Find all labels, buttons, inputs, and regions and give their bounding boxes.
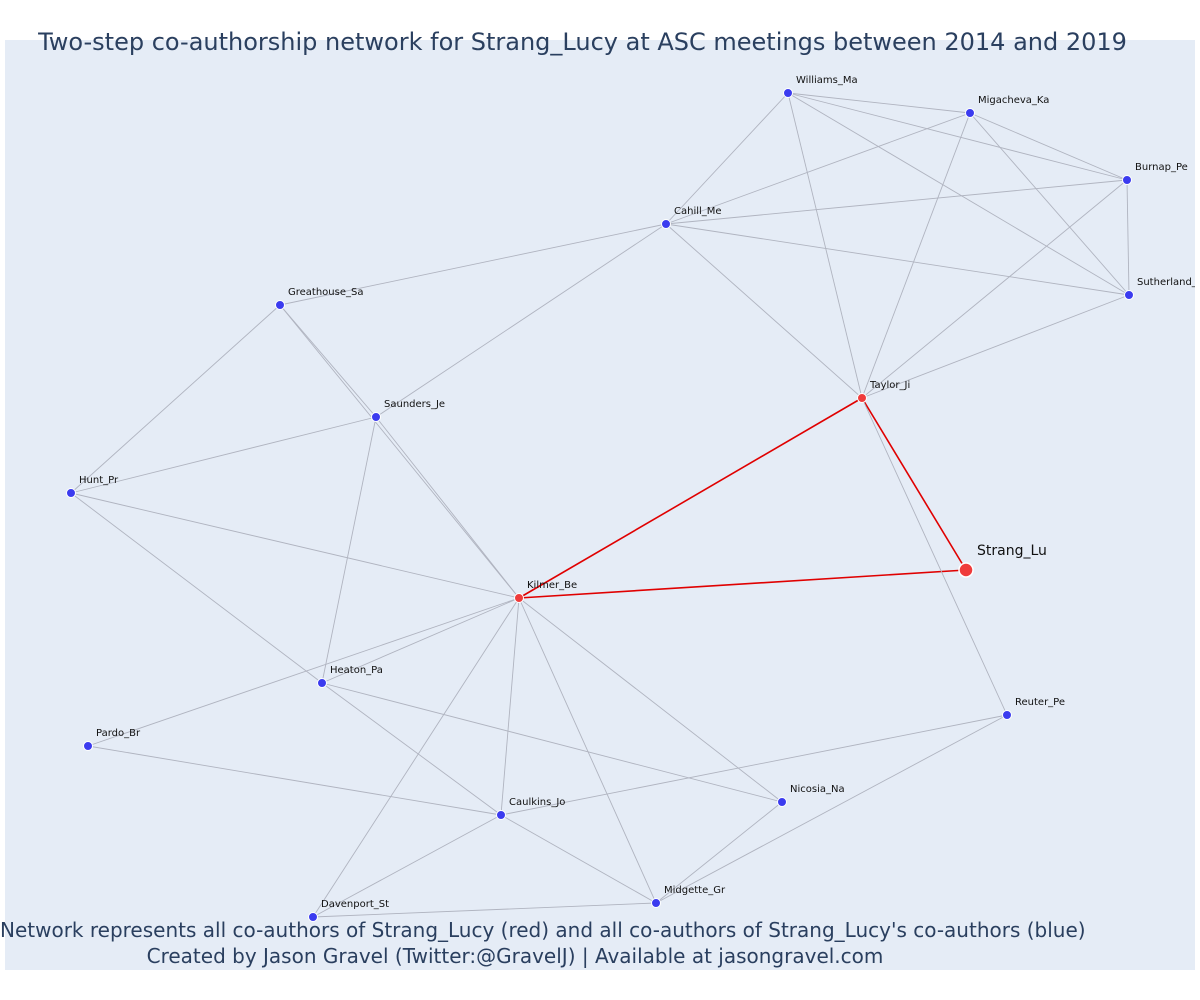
node-label: Burnap_Pe [1135, 162, 1188, 173]
edge [87, 597, 520, 747]
edge [969, 112, 1130, 296]
edge [321, 597, 520, 684]
node-reuter-pe[interactable] [1002, 710, 1012, 720]
edge [321, 416, 377, 684]
node-taylor-ji[interactable] [857, 393, 867, 403]
node-label: Williams_Ma [796, 75, 858, 86]
edge [70, 416, 377, 494]
edge [500, 597, 520, 816]
node-strang-lu[interactable] [958, 562, 974, 578]
node-label: Saunders_Je [384, 399, 445, 410]
edge-highlight [518, 397, 863, 599]
edge [787, 92, 863, 399]
node-label: Migacheva_Ka [978, 95, 1049, 106]
node-label: Sutherland_A [1137, 277, 1200, 288]
node-burnap-pe[interactable] [1122, 175, 1132, 185]
edge [861, 179, 1128, 399]
edge-highlight [518, 569, 967, 599]
edge [655, 801, 783, 904]
edge [321, 682, 783, 803]
plot-background [5, 40, 1195, 970]
chart-title: Two-step co-authorship network for Stran… [38, 28, 1127, 56]
node-label: Reuter_Pe [1015, 697, 1065, 708]
node-sutherland-a[interactable] [1124, 290, 1134, 300]
edge [500, 814, 657, 904]
edge [312, 902, 657, 918]
edge [375, 416, 520, 599]
edge [70, 492, 520, 599]
node-label: Nicosia_Na [790, 784, 845, 795]
node-label: Caulkins_Jo [509, 797, 565, 808]
edge [321, 682, 502, 816]
node-williams-ma[interactable] [783, 88, 793, 98]
edge [375, 223, 667, 418]
edge [787, 92, 1130, 296]
node-label: Taylor_Ji [869, 380, 910, 391]
node-midgette-gr[interactable] [651, 898, 661, 908]
edge [969, 112, 1128, 181]
node-kilmer-be[interactable] [514, 593, 524, 603]
node-saunders-je[interactable] [371, 412, 381, 422]
edge [312, 814, 502, 918]
edge [500, 714, 1008, 816]
edge [279, 304, 520, 599]
node-label: Greathouse_Sa [288, 287, 363, 298]
node-greathouse-sa[interactable] [275, 300, 285, 310]
node-label: Cahill_Me [674, 206, 722, 217]
edge [665, 223, 1130, 296]
edge [655, 714, 1008, 904]
edge [665, 92, 789, 225]
node-migacheva-ka[interactable] [965, 108, 975, 118]
node-hunt-pr[interactable] [66, 488, 76, 498]
node-label: Hunt_Pr [79, 475, 119, 486]
edge-highlight [861, 397, 967, 571]
edge [665, 223, 863, 399]
node-label: Strang_Lu [977, 543, 1047, 559]
edge [861, 294, 1130, 399]
footer-credit: Created by Jason Gravel (Twitter:@Gravel… [146, 944, 884, 968]
node-label: Pardo_Br [96, 728, 141, 739]
edge [1126, 179, 1130, 296]
edge [787, 92, 1128, 181]
edge [312, 597, 520, 918]
edges-layer [70, 92, 1130, 918]
edge [861, 397, 1008, 716]
edge [518, 597, 657, 904]
node-label: Davenport_St [321, 899, 389, 910]
edge [279, 304, 377, 418]
edge [665, 112, 971, 225]
edge [87, 745, 502, 816]
edge [787, 92, 971, 114]
edge [665, 179, 1128, 225]
edge [279, 223, 667, 306]
node-pardo-br[interactable] [83, 741, 93, 751]
footer-caption: Network represents all co-authors of Str… [0, 918, 1086, 942]
node-caulkins-jo[interactable] [496, 810, 506, 820]
node-label: Midgette_Gr [664, 885, 726, 896]
edge [70, 304, 281, 494]
node-label: Kilmer_Be [527, 580, 577, 591]
node-heaton-pa[interactable] [317, 678, 327, 688]
node-nicosia-na[interactable] [777, 797, 787, 807]
nodes-layer [66, 88, 1134, 922]
node-label: Heaton_Pa [330, 665, 383, 676]
node-davenport-st[interactable] [308, 912, 318, 922]
edge [861, 112, 971, 399]
edge [70, 492, 323, 684]
node-cahill-me[interactable] [661, 219, 671, 229]
edge [518, 597, 783, 803]
